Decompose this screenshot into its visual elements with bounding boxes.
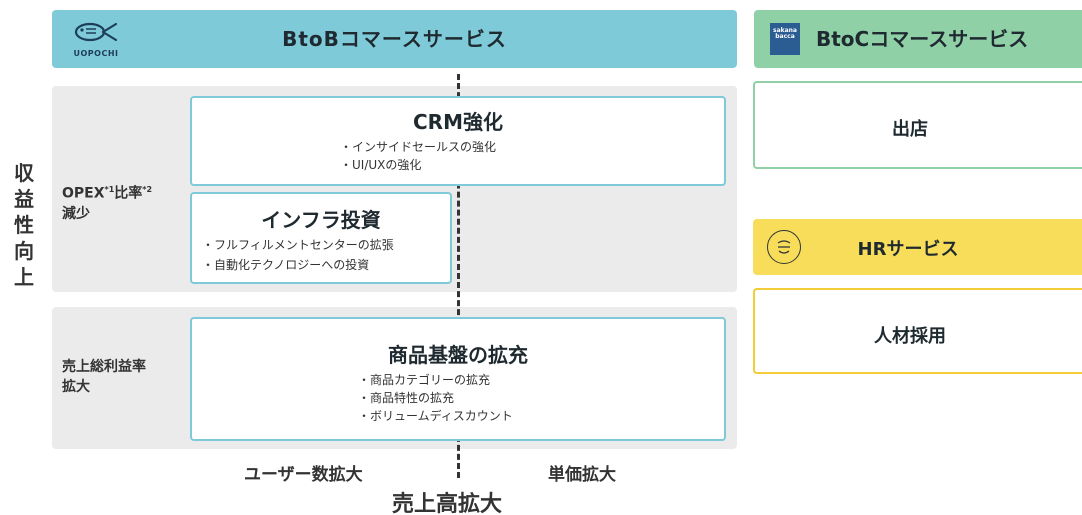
recruitment-box: 人材採用 <box>753 288 1082 374</box>
footnote-mark: *2 <box>142 185 153 194</box>
sakana-bacca-logo-text: sakana bacca <box>773 27 797 40</box>
hr-circle-logo-icon <box>767 230 801 264</box>
btob-title: BtoBコマースサービス <box>282 27 507 51</box>
axis-char: 性 <box>14 213 34 237</box>
crm-box: CRM強化 ・インサイドセールスの強化 ・UI/UXの強化 <box>190 96 726 186</box>
infra-investment-box: インフラ投資 ・フルフィルメントセンターの拡張 ・自動化テクノロジーへの投資 <box>190 192 452 284</box>
opex-label-text: OPEX <box>62 185 105 202</box>
axis-char: 上 <box>14 265 34 289</box>
infra-title: インフラ投資 <box>261 208 381 232</box>
uopochi-logo-text: UOPOCHI <box>73 49 119 58</box>
decrease-label: 減少 <box>62 205 90 222</box>
footnote-mark: *1 <box>104 185 115 194</box>
product-title: 商品基盤の拡充 <box>388 343 528 367</box>
gross-margin-label: 売上総利益率 拡大 <box>62 357 192 397</box>
infra-item: ・自動化テクノロジーへの投資 <box>202 258 370 272</box>
btoc-header: sakana bacca BtoCコマースサービス <box>754 10 1082 68</box>
btoc-title: BtoCコマースサービス <box>816 27 1029 51</box>
center-divider-line <box>457 74 460 478</box>
crm-item: ・UI/UXの強化 <box>340 158 422 172</box>
crm-title: CRM強化 <box>413 110 503 134</box>
product-item: ・ボリュームディスカウント <box>358 409 513 423</box>
gross-margin-label-line1: 売上総利益率 <box>62 359 146 375</box>
ratio-label-text: 比率 <box>114 185 143 202</box>
unit-price-growth-label: 単価拡大 <box>548 465 616 485</box>
profitability-axis-label: 収 益 性 向 上 <box>10 160 38 290</box>
opex-ratio-label: OPEX*1比率*2 減少 <box>62 180 192 224</box>
uopochi-logo: UOPOCHI <box>66 19 126 63</box>
product-item: ・商品カテゴリーの拡充 <box>358 373 491 387</box>
infra-item: ・フルフィルメントセンターの拡張 <box>202 238 394 252</box>
user-growth-label: ユーザー数拡大 <box>244 465 363 485</box>
product-base-box: 商品基盤の拡充 ・商品カテゴリーの拡充 ・商品特性の拡充 ・ボリュームディスカウ… <box>190 317 726 441</box>
store-opening-label: 出店 <box>892 119 928 140</box>
fish-logo-icon <box>74 22 118 42</box>
recruitment-label: 人材採用 <box>874 326 946 347</box>
product-item: ・商品特性の拡充 <box>358 391 455 405</box>
sakana-bacca-logo-icon: sakana bacca <box>770 23 800 55</box>
revenue-growth-label: 売上高拡大 <box>392 492 503 515</box>
axis-char: 益 <box>14 187 34 211</box>
store-opening-box: 出店 <box>753 81 1082 169</box>
gross-margin-label-line2: 拡大 <box>62 379 90 395</box>
axis-char: 向 <box>14 239 34 263</box>
axis-char: 収 <box>14 161 34 185</box>
crm-item: ・インサイドセールスの強化 <box>340 140 497 154</box>
hr-service-header: HRサービス <box>753 219 1082 275</box>
btob-header: UOPOCHI BtoBコマースサービス <box>52 10 737 68</box>
hr-service-title: HRサービス <box>857 239 959 260</box>
